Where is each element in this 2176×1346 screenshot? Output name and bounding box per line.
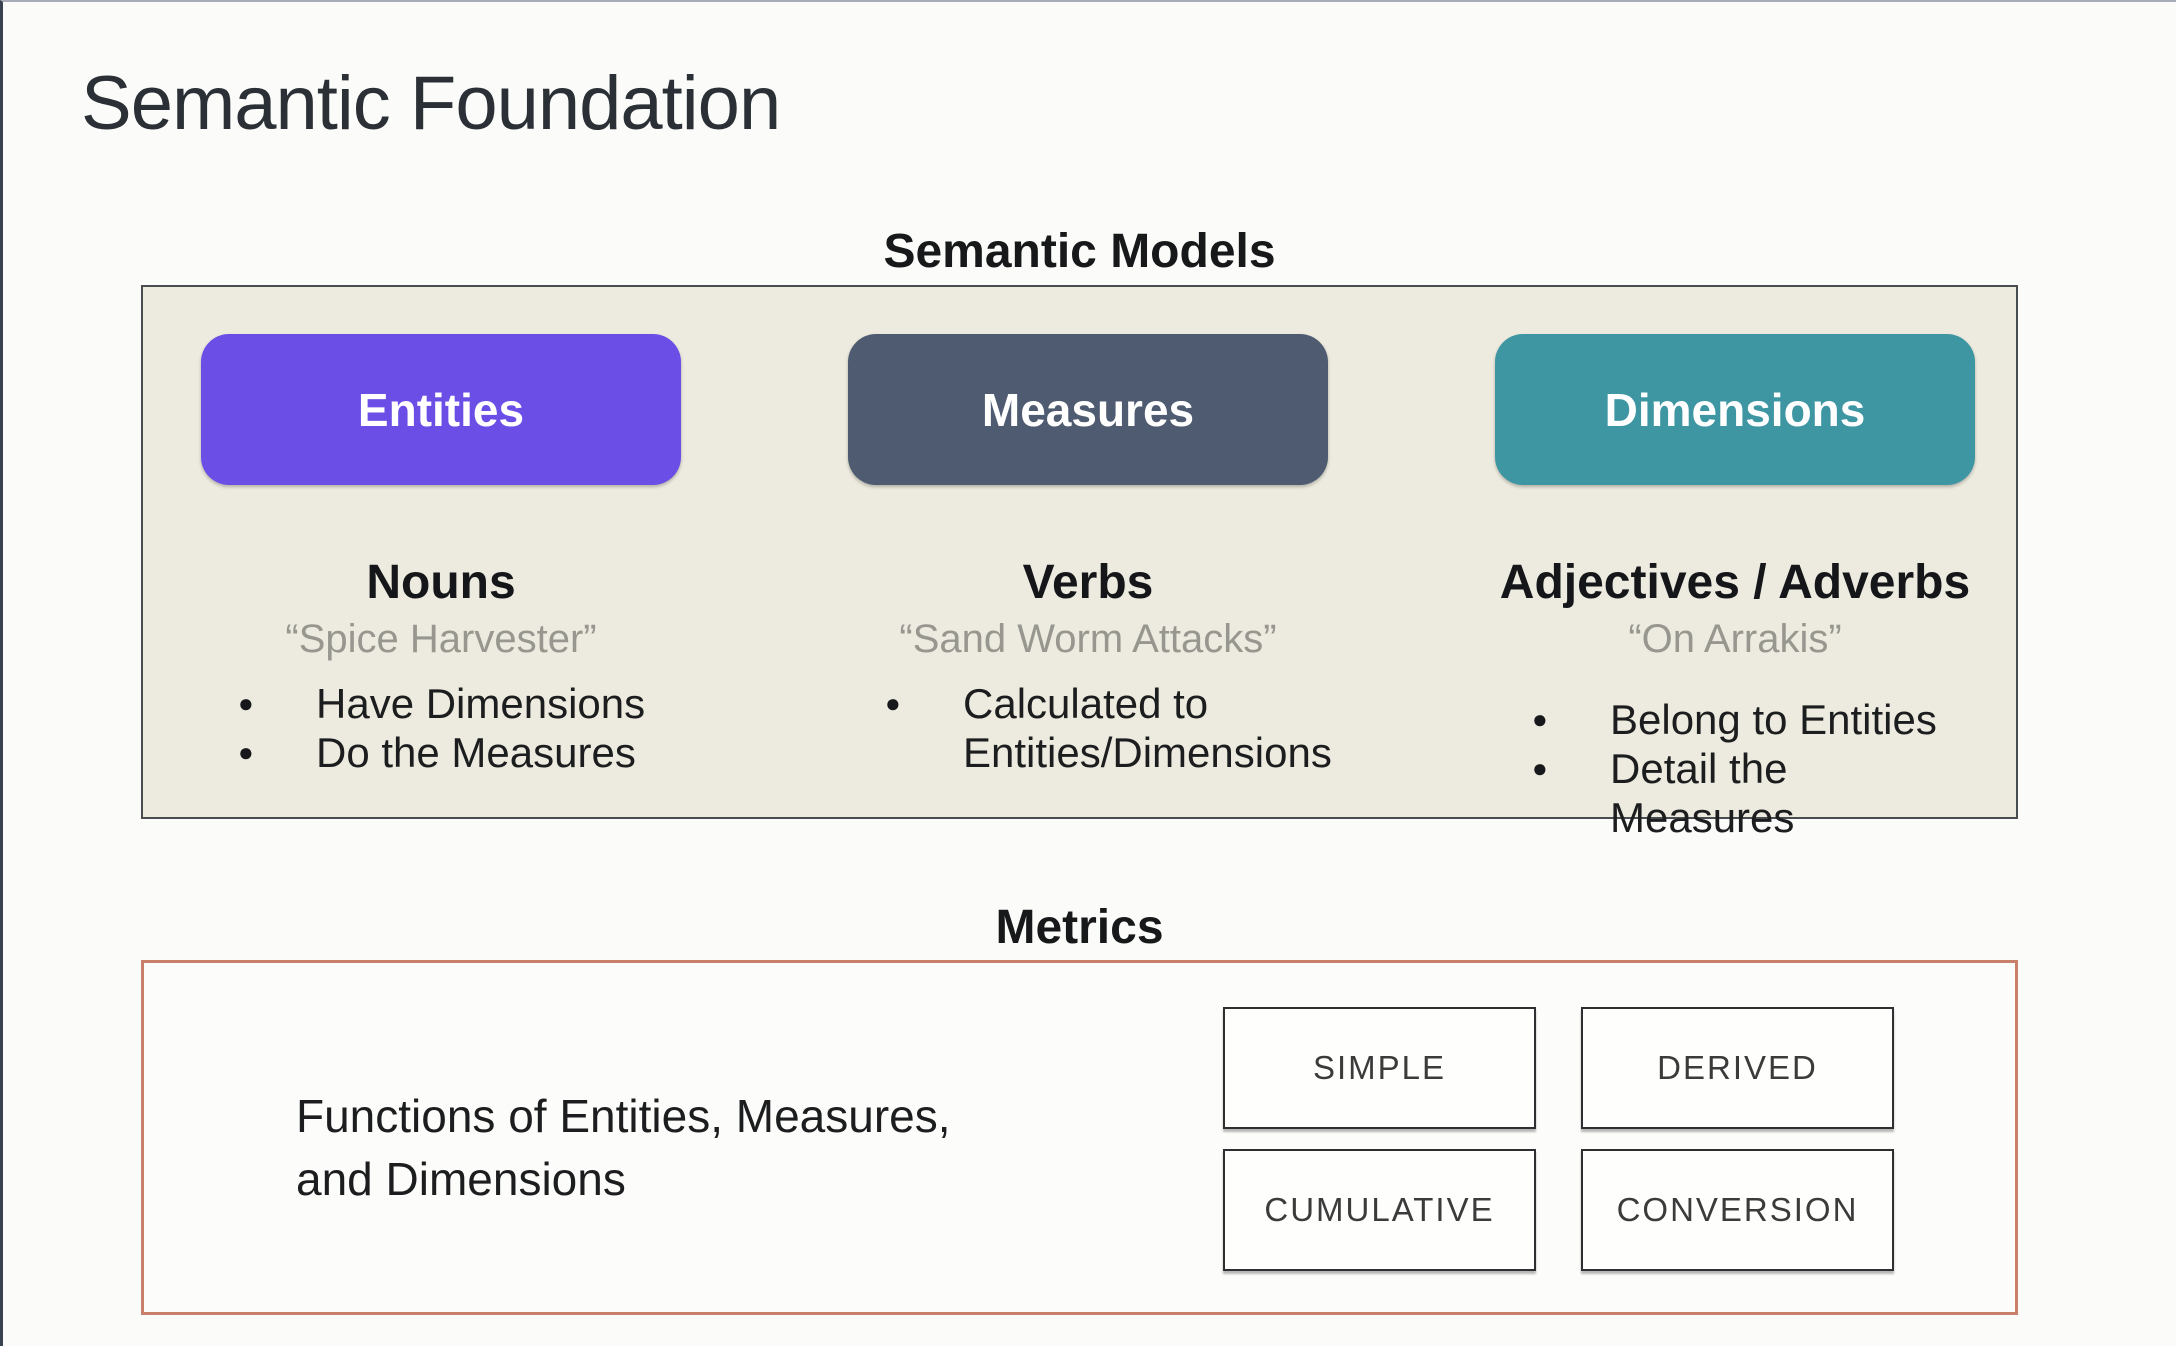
metric-type-derived: DERIVED — [1581, 1007, 1894, 1129]
bullet-dot: ● — [238, 737, 254, 767]
bullet-item: ● Calculated to Entities/Dimensions — [843, 679, 1333, 777]
bullet-text: Belong to Entities — [1610, 696, 1937, 743]
entities-role-label: Nouns — [366, 556, 516, 609]
bullet-text: Do the Measures — [316, 729, 636, 776]
bullet-text: Calculated to Entities/Dimensions — [963, 680, 1332, 776]
dimensions-example-quote: “On Arrakis” — [1628, 617, 1842, 661]
bullet-item: ● Do the Measures — [196, 728, 686, 777]
semantic-models-panel: Entities Nouns “Spice Harvester” ● Have … — [141, 285, 2018, 841]
entities-pill: Entities — [201, 334, 681, 485]
metric-type-grid: SIMPLE DERIVED CUMULATIVE CONVERSION — [1223, 1007, 1894, 1271]
bullet-item: ● Have Dimensions — [196, 679, 686, 728]
semantic-models-heading: Semantic Models — [883, 225, 1276, 278]
page-title: Semantic Foundation — [81, 61, 781, 146]
metrics-description: Functions of Entities, Measures, and Dim… — [296, 1090, 951, 1205]
dimensions-role-label: Adjectives / Adverbs — [1499, 556, 1971, 609]
bullet-dot: ● — [1532, 704, 1548, 734]
bullet-item: ● Belong to Entities — [1490, 695, 1980, 744]
measures-example-quote: “Sand Worm Attacks” — [899, 617, 1277, 661]
measures-pill: Measures — [848, 334, 1328, 485]
dimensions-pill: Dimensions — [1495, 334, 1975, 485]
metrics-heading: Metrics — [995, 901, 1164, 954]
metric-type-conversion: CONVERSION — [1581, 1149, 1894, 1271]
dimensions-bullet-list: ● Belong to Entities ● Detail the Measur… — [1490, 695, 1980, 842]
entities-example-quote: “Spice Harvester” — [285, 617, 597, 661]
measures-role-label: Verbs — [1022, 556, 1154, 609]
bullet-text: Detail the Measures — [1610, 745, 1795, 841]
bullet-item: ● Detail the Measures — [1490, 744, 1980, 842]
metrics-panel: Functions of Entities, Measures, and Dim… — [141, 960, 2018, 1315]
bullet-text: Have Dimensions — [316, 680, 646, 727]
bullet-dot: ● — [1532, 753, 1548, 783]
metric-type-simple: SIMPLE — [1223, 1007, 1536, 1129]
entities-bullet-list: ● Have Dimensions ● Do the Measures — [196, 679, 686, 777]
bullet-dot: ● — [885, 688, 901, 718]
column-entities: Entities Nouns “Spice Harvester” ● Have … — [196, 287, 686, 817]
measures-bullet-list: ● Calculated to Entities/Dimensions — [843, 679, 1333, 777]
column-dimensions: Dimensions Adjectives / Adverbs “On Arra… — [1490, 287, 1980, 841]
column-measures: Measures Verbs “Sand Worm Attacks” ● Cal… — [843, 287, 1333, 817]
metric-type-cumulative: CUMULATIVE — [1223, 1149, 1536, 1271]
bullet-dot: ● — [238, 688, 254, 718]
